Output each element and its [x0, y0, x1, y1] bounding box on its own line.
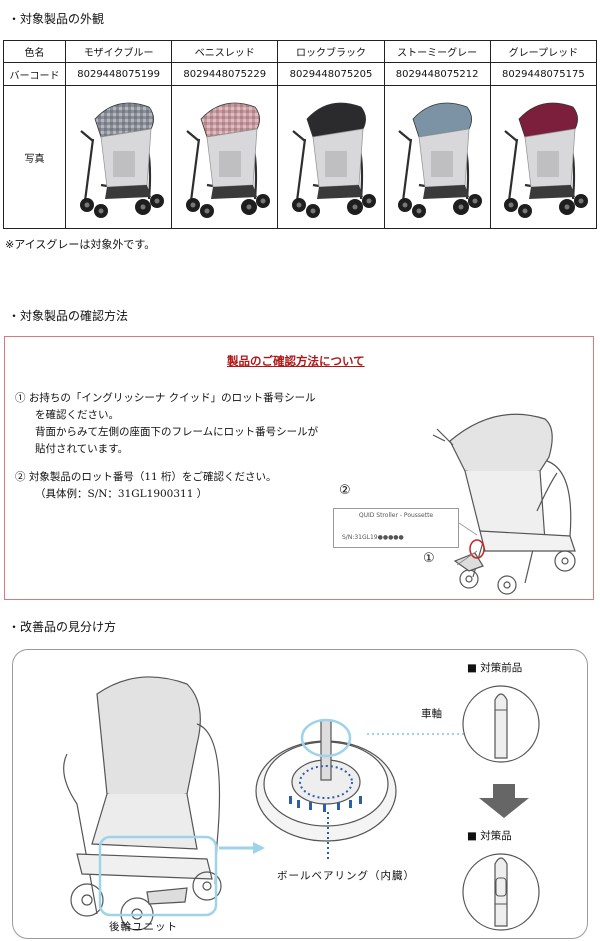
- step-1-line: 背面からみて左側の座面下のフレームにロット番号シールが: [35, 426, 319, 438]
- row-header: バーコード: [3, 62, 66, 86]
- cell-barcode: 8029448075229: [171, 62, 279, 86]
- stroller-icon: [504, 102, 589, 218]
- cell-color-name: モザイクブルー: [64, 40, 173, 63]
- table-row-color: 色名 モザイクブルー ベニスレッド ロックブラック ストーミーグレー グレープレ…: [3, 40, 598, 63]
- bearing-pointer-line: [327, 812, 329, 860]
- arrow-right-icon: [219, 842, 265, 854]
- step-1-line: ① お持ちの「イングリッシーナ クイッド」のロット番号シール: [15, 392, 316, 404]
- row-header: 写真: [3, 85, 66, 229]
- stroller-rear-drawing: [63, 676, 222, 931]
- label-serial: S/N:31GL19●●●●●: [342, 534, 404, 541]
- rear-unit-highlight: [98, 835, 218, 917]
- table-row-barcode: バーコード 8029448075199 8029448075229 802944…: [3, 62, 598, 86]
- stroller-photo: [171, 85, 279, 229]
- axle-label: 車軸: [421, 708, 442, 720]
- stroller-photo: [64, 85, 173, 229]
- product-table: 色名 モザイクブルー ベニスレッド ロックブラック ストーミーグレー グレープレ…: [3, 40, 598, 229]
- after-label: ■ 対策品: [467, 830, 512, 842]
- exclusion-note: ※アイスグレーは対象外です。: [5, 238, 156, 251]
- cell-barcode: 8029448075205: [277, 62, 385, 86]
- marker-1: ①: [423, 551, 435, 566]
- confirmation-heading: 製品のご確認方法について: [227, 354, 365, 368]
- bearing-label: ボールベアリング（内臓）: [277, 870, 415, 882]
- cell-barcode: 8029448075199: [64, 62, 173, 86]
- stroller-icon: [185, 102, 270, 218]
- stroller-icon: [398, 102, 483, 218]
- marker-2: ②: [339, 483, 351, 498]
- improvement-diagram: 後輪ユニット ボールベアリング（内臓） 車軸 ■ 対策前品 ■ 対策品: [12, 649, 588, 939]
- stroller-photo: [383, 85, 491, 229]
- step-2-line: ② 対象製品のロット番号（11 桁）をご確認ください。: [15, 471, 277, 483]
- section-title-confirmation: ・対象製品の確認方法: [8, 309, 129, 323]
- stroller-photo: [277, 85, 385, 229]
- section-title-improved: ・改善品の見分け方: [8, 620, 117, 634]
- cell-color-name: ロックブラック: [277, 40, 385, 63]
- label-location-highlight: [469, 539, 485, 559]
- label-product-name: QUID Stroller - Poussette: [358, 512, 434, 519]
- step-2-text: ② 対象製品のロット番号（11 桁）をご確認ください。 （具体例：S/N：31G…: [15, 469, 277, 503]
- cell-color-name: ストーミーグレー: [383, 40, 491, 63]
- axle-pointer-line: [367, 733, 465, 735]
- pointer-line: [458, 522, 478, 536]
- cell-color-name: グレープレッド: [489, 40, 598, 63]
- stroller-line-drawing: [432, 413, 576, 595]
- wheel-drawing: [255, 718, 397, 842]
- step-1-text: ① お持ちの「イングリッシーナ クイッド」のロット番号シール を確認ください。 …: [15, 390, 318, 458]
- rear-unit-label: 後輪ユニット: [109, 921, 178, 933]
- cell-barcode: 8029448075175: [489, 62, 598, 86]
- row-header: 色名: [3, 40, 66, 63]
- step-1-line: を確認ください。: [35, 409, 119, 421]
- step-1-line: 貼付されています。: [35, 443, 129, 455]
- before-label: ■ 対策前品: [467, 662, 523, 674]
- before-axle-drawing: [462, 685, 540, 763]
- cell-color-name: ベニスレッド: [171, 40, 279, 63]
- section-title-appearance: ・対象製品の外観: [8, 12, 105, 26]
- confirmation-box: 製品のご確認方法について ① お持ちの「イングリッシーナ クイッド」のロット番号…: [4, 336, 594, 600]
- cell-barcode: 8029448075212: [383, 62, 491, 86]
- step-2-line: （具体例：S/N：31GL1900311 ）: [35, 488, 208, 500]
- stroller-icon: [291, 102, 376, 218]
- lot-number-label: QUID Stroller - Poussette S/N:31GL19●●●●…: [333, 508, 459, 548]
- table-row-photo: 写真: [3, 85, 598, 229]
- stroller-icon: [79, 102, 164, 218]
- after-axle-drawing: [462, 853, 540, 931]
- arrow-down-icon: [479, 784, 529, 818]
- stroller-photo: [489, 85, 598, 229]
